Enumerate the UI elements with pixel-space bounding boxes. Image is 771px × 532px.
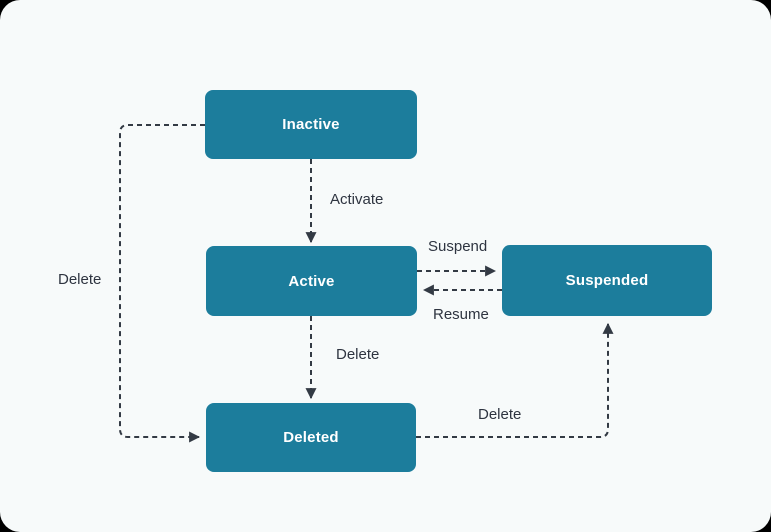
state-node-active: Active [206, 246, 417, 316]
state-node-label: Suspended [565, 272, 649, 289]
edge-label-delete-inactive-deleted: Delete [58, 271, 102, 288]
state-node-suspended: Suspended [502, 245, 712, 316]
edge-label-delete-deleted-suspended: Delete [478, 406, 522, 423]
edge-label-activate: Activate [330, 191, 384, 208]
state-node-inactive: Inactive [205, 90, 417, 159]
edge-deleted-to-suspended [416, 322, 614, 438]
state-node-label: Deleted [283, 429, 339, 446]
state-node-label: Active [288, 272, 335, 290]
edge-label-suspend: Suspend [428, 238, 488, 255]
edge-label-resume: Resume [433, 306, 489, 323]
state-node-deleted: Deleted [206, 403, 416, 472]
edge-inactive-to-deleted [119, 124, 205, 443]
edge-label-delete-active-deleted: Delete [336, 346, 380, 363]
state-node-label: Inactive [282, 116, 340, 133]
